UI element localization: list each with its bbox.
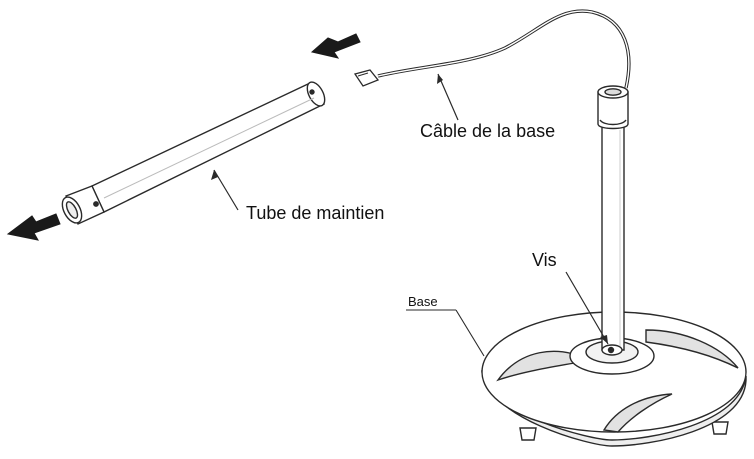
screw-label: Vis — [532, 250, 557, 270]
arrow-left-icon — [6, 213, 61, 241]
tube-label-leader — [211, 169, 239, 211]
cable-label: Câble de la base — [420, 121, 555, 141]
cable-label-leader — [437, 73, 459, 121]
support-tube — [61, 81, 326, 225]
tube-label: Tube de maintien — [246, 203, 384, 223]
base-cable — [353, 9, 631, 89]
screw-label-leader — [565, 271, 609, 345]
base-label-leader — [406, 309, 485, 357]
base-label: Base — [408, 294, 438, 309]
stand-pole — [597, 85, 629, 356]
stand-base — [481, 311, 747, 447]
arrow-left-icon — [310, 33, 361, 59]
